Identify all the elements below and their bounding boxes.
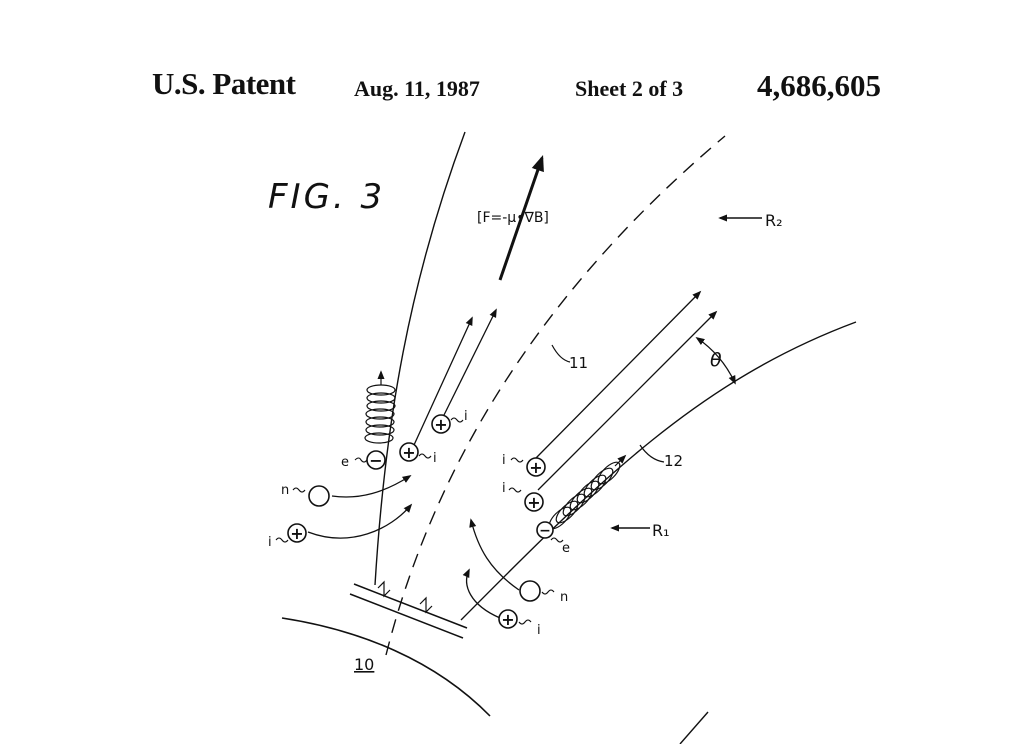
figure-title: FIG. 3 [268, 177, 385, 217]
svg-text:+: + [402, 443, 415, 462]
svg-text:i: i [537, 623, 541, 638]
theta-label: θ [710, 349, 722, 371]
patent-date: Aug. 11, 1987 [354, 76, 480, 101]
force-arrow [498, 154, 544, 281]
electron-spiral-left [364, 370, 396, 444]
ion-trajectories-left [307, 308, 497, 539]
ion-particle-left-1: + i [399, 442, 437, 466]
ion-trajectories-right [462, 290, 718, 619]
svg-text:−: − [539, 523, 551, 539]
neutral-particle-left: n [281, 483, 330, 507]
ref-label-10: 10 [354, 655, 374, 674]
sheet-number: Sheet 2 of 3 [575, 76, 684, 101]
ion-particle-right-1: + i [502, 453, 546, 477]
electron-particle-right: − e [536, 521, 570, 556]
leader-11 [551, 344, 571, 363]
dashed-boundary-11 [385, 135, 726, 656]
patent-header: U.S. Patent Aug. 11, 1987 Sheet 2 of 3 4… [0, 66, 1019, 106]
svg-text:+: + [501, 610, 514, 629]
electron-particle-left: − e [341, 450, 386, 470]
ion-particle-right-3: + i [498, 609, 541, 638]
break-structure [349, 580, 468, 639]
svg-text:+: + [527, 493, 540, 512]
svg-text:+: + [290, 524, 303, 543]
svg-text:−: − [369, 451, 382, 470]
svg-text:e: e [562, 541, 570, 556]
svg-text:i: i [268, 535, 272, 550]
right-field-line-12 [460, 321, 857, 621]
svg-text:e: e [341, 455, 349, 470]
svg-text:+: + [434, 415, 447, 434]
electron-spiral-right [548, 454, 627, 530]
ion-particle-left-2: + i [431, 409, 468, 434]
region-r1-label: R₁ [652, 521, 670, 540]
ion-particle-right-2: + i [502, 481, 544, 512]
svg-text:i: i [502, 481, 506, 496]
svg-text:i: i [464, 409, 468, 424]
ion-particle-left-3: + i [268, 523, 307, 550]
patent-number: 4,686,605 [757, 68, 881, 103]
leader-12 [639, 444, 665, 463]
svg-text:i: i [502, 453, 506, 468]
ref-label-12: 12 [664, 452, 683, 470]
svg-text:n: n [560, 590, 568, 605]
theta-angle-arc [695, 336, 736, 385]
ref-label-11: 11 [569, 354, 588, 372]
region-r2-label: R₂ [765, 211, 783, 230]
svg-text:i: i [433, 451, 437, 466]
lower-right-segment [679, 711, 709, 744]
neutral-particle-right: n [519, 580, 568, 605]
left-field-line [374, 131, 466, 586]
patent-label: U.S. Patent [152, 66, 296, 101]
svg-text:n: n [281, 483, 289, 498]
surface-10-curve [281, 617, 491, 717]
svg-text:+: + [529, 458, 542, 477]
force-equation: [F=-μ•∇B] [477, 210, 549, 226]
